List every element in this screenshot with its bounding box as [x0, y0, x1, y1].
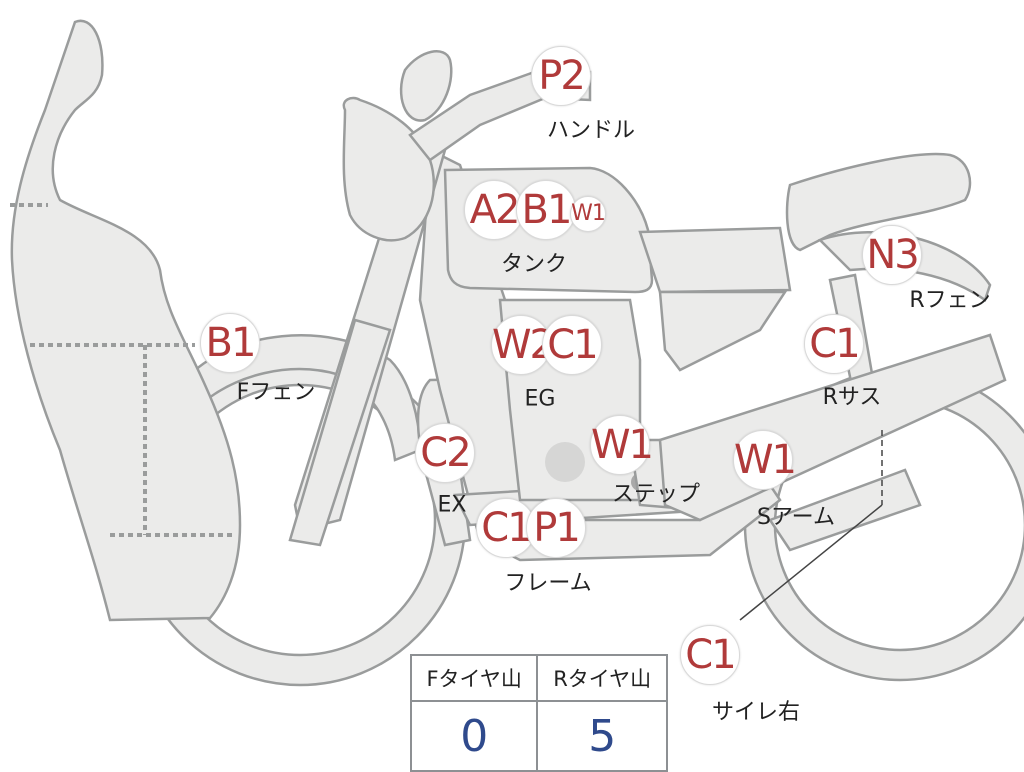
engine-code-badge-2: C1	[542, 315, 602, 375]
swing-arm-label: Sアーム	[757, 505, 835, 530]
handle-code-badge: P2	[531, 46, 591, 106]
front-fender-label: Fフェン	[236, 380, 316, 405]
fairing-shape	[10, 19, 242, 622]
frame-code-badge-1: C1	[476, 498, 536, 558]
tank-code-badge-3: W1	[570, 196, 606, 232]
tank-label: タンク	[500, 252, 568, 277]
side-cover-shape	[658, 290, 788, 372]
mirror-shape	[399, 50, 453, 122]
muffler-leader-line	[739, 430, 883, 621]
muffler-right-label: サイレ右	[711, 700, 801, 725]
handle-label: ハンドル	[546, 118, 636, 143]
frame-label: フレーム	[504, 571, 592, 596]
fairing-dotted-line	[10, 203, 235, 537]
tank-code-badge-2: B1	[516, 180, 576, 240]
muffler-right-code-badge: C1	[680, 625, 740, 685]
exhaust-label: EX	[437, 492, 467, 518]
engine-cover-circle	[545, 442, 585, 482]
step-label: ステップ	[611, 482, 701, 507]
tread-header-row: Fタイヤ山 Rタイヤ山	[409, 654, 668, 702]
rear-seat-shape	[785, 152, 972, 252]
front-fender-code-badge: B1	[200, 313, 260, 373]
frame-code-badge-2: P1	[526, 498, 586, 558]
tread-value-row: 0 5	[409, 700, 668, 772]
engine-code-badge-1: W2	[491, 315, 555, 375]
front-tread-header: Fタイヤ山	[409, 654, 539, 702]
step-code-badge: W1	[590, 415, 654, 475]
rear-fender-code-badge: N3	[862, 225, 922, 285]
fork-slider-shape	[288, 318, 392, 547]
rear-suspension-label: Rサス	[822, 385, 882, 410]
exhaust-code-badge: C2	[415, 423, 475, 483]
rear-tread-header: Rタイヤ山	[536, 654, 668, 702]
tank-code-badge-1: A2	[464, 180, 524, 240]
rear-suspension-code-badge: C1	[804, 314, 864, 374]
engine-label: EG	[524, 386, 556, 412]
swing-arm-code-badge: W1	[733, 430, 797, 490]
seat-shape	[638, 226, 792, 294]
tire-tread-table: Fタイヤ山 Rタイヤ山 0 5	[409, 654, 668, 772]
front-tread-value: 0	[409, 700, 539, 772]
rear-tread-value: 5	[536, 700, 668, 772]
rear-fender-label: Rフェン	[909, 288, 991, 313]
